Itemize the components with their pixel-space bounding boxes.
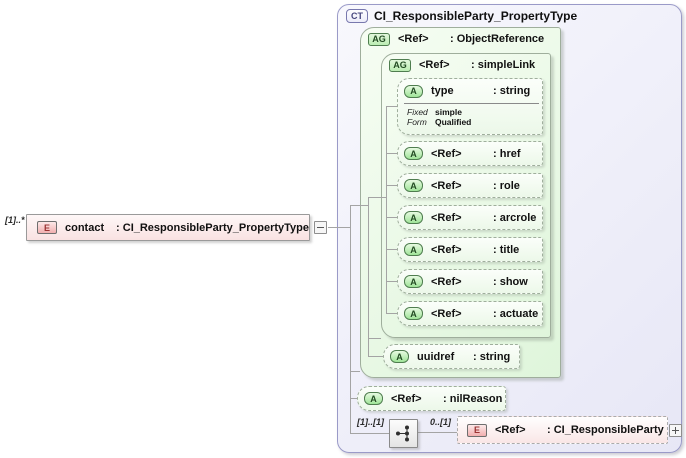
cardinality-left-label: [1]..[1] [357, 417, 384, 427]
attribute-type-label: : show [493, 275, 528, 288]
connector-line [350, 205, 368, 206]
facet-row: Form Qualified [407, 117, 542, 127]
attribute-group-badge: AG [368, 32, 390, 46]
attribute-badge: A [404, 307, 423, 320]
element-name: contact [65, 221, 105, 234]
attribute-badge: A [404, 147, 423, 160]
complex-type-badge: CT [346, 9, 368, 23]
attribute-name: type [431, 85, 454, 97]
cardinality-label-source: [1]..* [5, 215, 25, 225]
attribute-name: <Ref> [431, 179, 462, 192]
cardinality-right-label: 0..[1] [430, 417, 452, 427]
connector-line [350, 433, 389, 434]
attribute-name: <Ref> [431, 243, 462, 256]
group-simple-link-header: AG <Ref> : simpleLink [389, 58, 535, 72]
connector-line [368, 197, 386, 198]
attribute-name: <Ref> [431, 275, 462, 288]
element-contact[interactable]: E contact : CI_ResponsibleParty_Property… [26, 214, 310, 241]
connector-line [386, 185, 397, 186]
group-type: : ObjectReference [450, 33, 545, 45]
attribute-uuidref[interactable]: A uuidref : string [383, 344, 520, 369]
facet-label: Fixed [407, 107, 428, 117]
element-ci-responsibleparty[interactable]: E <Ref> : CI_ResponsibleParty [457, 416, 668, 444]
facet-list: Fixed simple Form Qualified [398, 104, 542, 127]
collapse-button[interactable] [314, 221, 327, 234]
sequence-compositor[interactable] [389, 419, 418, 448]
attribute-badge: A [390, 350, 409, 363]
expand-button[interactable] [669, 424, 682, 437]
facet-value: simple [435, 107, 462, 117]
attribute-role[interactable]: A <Ref> : role [397, 173, 543, 198]
attribute-badge: A [404, 179, 423, 192]
attribute-name: <Ref> [431, 147, 462, 160]
attribute-type-label: : title [493, 243, 520, 256]
attribute-badge: A [404, 243, 423, 256]
facet-value: Qualified [435, 117, 472, 127]
facet-divider [404, 103, 539, 104]
attribute-type-label: : href [493, 147, 521, 160]
attribute-type-label: : role [493, 179, 520, 192]
element-type-label: : CI_ResponsibleParty [547, 424, 664, 436]
attribute-title[interactable]: A <Ref> : title [397, 237, 543, 262]
connector-line [386, 249, 397, 250]
attribute-type-label: : nilReason [443, 392, 503, 405]
attribute-name: <Ref> [431, 211, 462, 224]
group-name: <Ref> [398, 33, 429, 45]
attribute-type[interactable]: A type : string Fixed simple Form Qualif… [397, 78, 543, 135]
connector-line [350, 205, 351, 434]
element-name: <Ref> [495, 424, 526, 436]
attribute-name: <Ref> [431, 307, 462, 320]
connector-line [386, 313, 397, 314]
connector-line [418, 432, 457, 433]
attribute-name: <Ref> [391, 392, 422, 405]
attribute-badge: A [404, 84, 423, 98]
complex-type-header: CT CI_ResponsibleParty_PropertyType [346, 9, 577, 23]
attribute-badge: A [404, 275, 423, 288]
connector-line [350, 398, 357, 399]
connector-line [386, 217, 397, 218]
group-type: : simpleLink [471, 59, 536, 71]
connector-line [386, 106, 387, 314]
connector-line [368, 197, 369, 357]
connector-line [368, 338, 381, 339]
group-object-reference-header: AG <Ref> : ObjectReference [368, 32, 544, 46]
facet-label: Form [407, 117, 427, 127]
connector-line [368, 356, 383, 357]
attribute-badge: A [404, 211, 423, 224]
attribute-type-label: : string [493, 85, 531, 97]
attribute-arcrole[interactable]: A <Ref> : arcrole [397, 205, 543, 230]
element-badge: E [467, 423, 487, 437]
attribute-type-label: : string [473, 350, 511, 363]
attribute-type-label: : actuate [493, 307, 539, 320]
attribute-type-label: : arcrole [493, 211, 537, 224]
element-type-label: : CI_ResponsibleParty_PropertyType [116, 221, 309, 234]
group-name: <Ref> [419, 59, 450, 71]
plus-icon [672, 427, 679, 434]
connector-line [386, 106, 397, 107]
attribute-group-badge: AG [389, 58, 411, 72]
attribute-actuate[interactable]: A <Ref> : actuate [397, 301, 543, 326]
attribute-name: uuidref [417, 350, 455, 363]
attribute-badge: A [364, 392, 383, 405]
connector-line [386, 281, 397, 282]
connector-line [350, 371, 360, 372]
attribute-nilreason[interactable]: A <Ref> : nilReason [357, 386, 506, 411]
attribute-show[interactable]: A <Ref> : show [397, 269, 543, 294]
connector-line [328, 227, 350, 228]
complex-type-title: CI_ResponsibleParty_PropertyType [374, 9, 578, 23]
attribute-href[interactable]: A <Ref> : href [397, 141, 543, 166]
minus-icon [317, 227, 324, 228]
facet-row: Fixed simple [407, 107, 542, 117]
connector-line [386, 153, 397, 154]
sequence-icon [396, 425, 409, 442]
element-badge: E [37, 221, 57, 234]
